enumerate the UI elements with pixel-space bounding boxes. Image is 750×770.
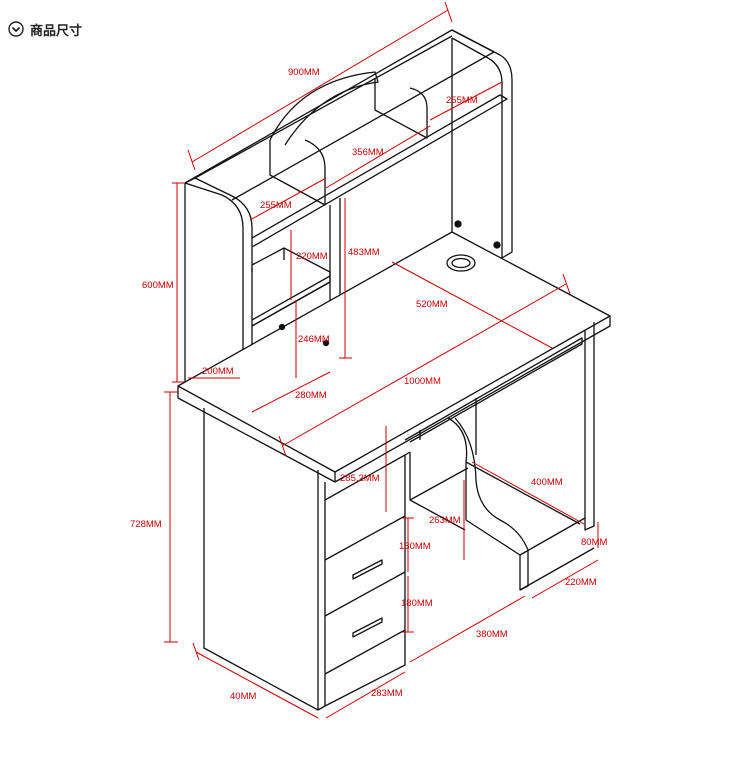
dim-285-2: 285.2MM bbox=[340, 473, 380, 484]
dimension-labels: 900MM 255MM 356MM 255MM 600MM 220MM 483M… bbox=[130, 67, 607, 702]
dim-220-right: 220MM bbox=[565, 577, 597, 588]
dim-283: 283MM bbox=[371, 688, 403, 699]
dim-520: 520MM bbox=[416, 299, 448, 310]
dim-255-right: 255MM bbox=[446, 95, 478, 106]
dim-200: 200MM bbox=[202, 366, 234, 377]
section-title: 商品尺寸 bbox=[30, 23, 83, 39]
dim-380: 380MM bbox=[476, 629, 508, 640]
chevron-down-circle-icon bbox=[8, 21, 24, 37]
desk-outline bbox=[177, 29, 611, 711]
dim-40: 40MM bbox=[230, 691, 256, 702]
dimension-lines bbox=[164, 1, 599, 719]
dim-180-top: 180MM bbox=[399, 541, 431, 552]
dim-220: 220MM bbox=[296, 251, 328, 262]
dim-356: 356MM bbox=[352, 147, 384, 158]
dim-246: 246MM bbox=[298, 334, 330, 345]
dim-400: 400MM bbox=[531, 477, 563, 488]
dim-263: 263MM bbox=[429, 515, 461, 526]
dim-280: 280MM bbox=[295, 390, 327, 401]
dim-900: 900MM bbox=[288, 67, 320, 78]
section-header: 商品尺寸 bbox=[8, 18, 82, 40]
dim-180-bottom: 180MM bbox=[401, 598, 433, 609]
dim-1000: 1000MM bbox=[404, 376, 441, 387]
dim-600: 600MM bbox=[142, 280, 174, 291]
dim-483: 483MM bbox=[348, 247, 380, 258]
dim-728: 728MM bbox=[130, 519, 162, 530]
dim-255-left: 255MM bbox=[260, 200, 292, 211]
dim-80: 80MM bbox=[581, 537, 607, 548]
